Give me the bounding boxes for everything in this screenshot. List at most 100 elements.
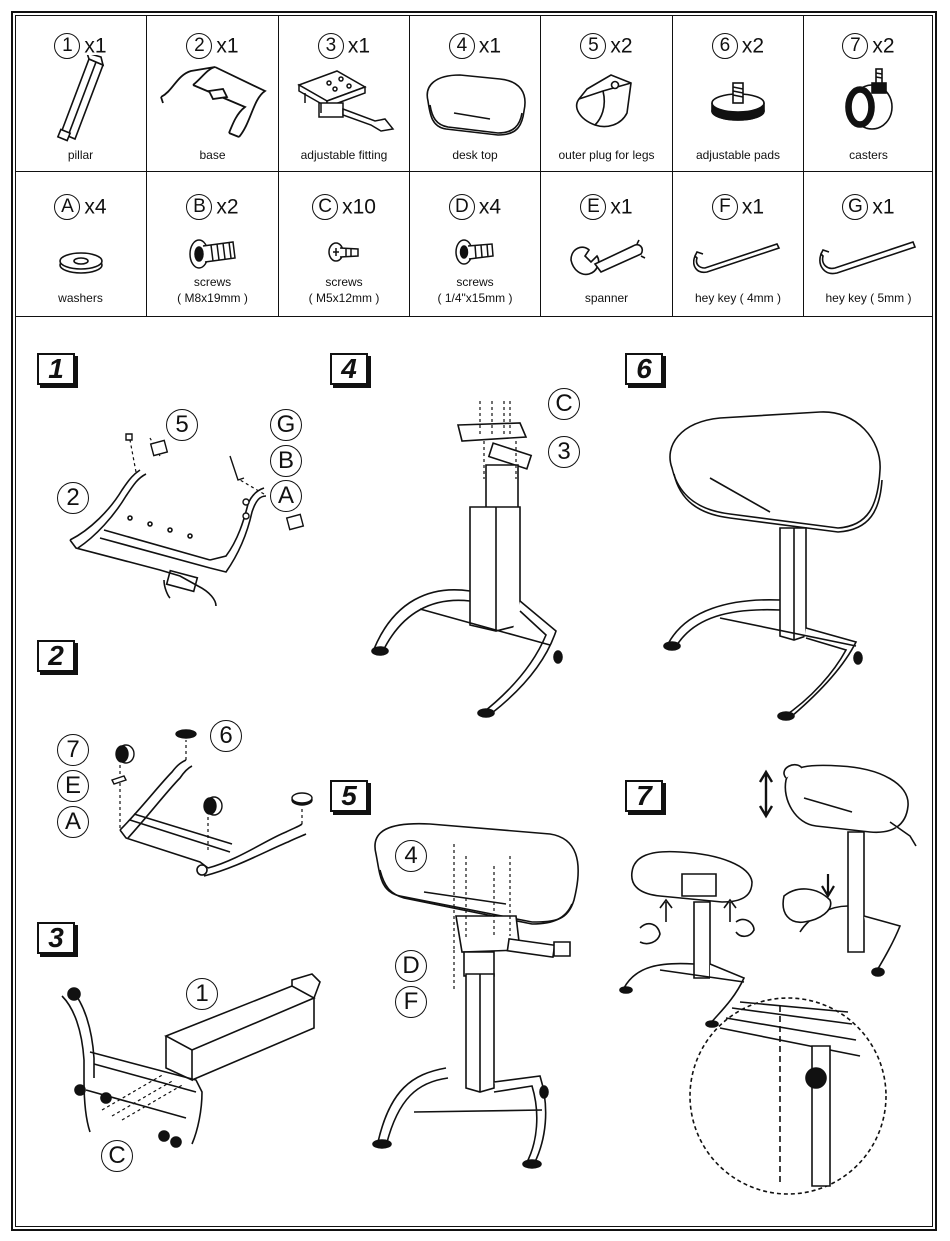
hardware-qty: x4 xyxy=(84,195,106,218)
step-4-assembly-drawing xyxy=(360,395,570,725)
step-2-callout-7: 7 xyxy=(57,734,89,766)
part-id: 3 xyxy=(318,33,344,59)
part-id: 2 xyxy=(186,33,212,59)
part-cell-1: 1x1 pillar xyxy=(15,15,147,172)
part-qty: x1 xyxy=(216,34,238,57)
adjustable-fitting-icon xyxy=(289,59,399,139)
hardware-qty: x1 xyxy=(872,195,894,218)
step-2-number: 2 xyxy=(37,640,75,672)
hardware-label: screws xyxy=(147,274,278,290)
step-3-callout-C: C xyxy=(101,1140,133,1172)
hardware-id: D xyxy=(449,194,475,220)
part-label: pillar xyxy=(15,147,146,163)
hardware-label: hey key ( 4mm ) xyxy=(673,290,803,306)
part-label: adjustable pads xyxy=(673,147,803,163)
part-qty: x1 xyxy=(348,34,370,57)
step-7-adjust-drawing xyxy=(620,756,920,1186)
hardware-size: ( M5x12mm ) xyxy=(279,290,409,306)
step-1-callout-5: 5 xyxy=(166,409,198,441)
hardware-label: washers xyxy=(15,290,146,306)
part-label: base xyxy=(147,147,278,163)
hardware-size: ( 1/4"x15mm ) xyxy=(410,290,540,306)
step-4-callout-C: C xyxy=(548,388,580,420)
washer-icon xyxy=(56,248,106,278)
hardware-id: A xyxy=(54,194,80,220)
step-5-callout-4: 4 xyxy=(395,840,427,872)
step-1-callout-2: 2 xyxy=(57,482,89,514)
step-4-callout-3: 3 xyxy=(548,436,580,468)
step-2-base-drawing xyxy=(90,720,330,900)
hardware-label: spanner xyxy=(541,290,672,306)
part-id: 5 xyxy=(580,33,606,59)
caster-icon xyxy=(834,65,904,135)
part-id: 4 xyxy=(449,33,475,59)
hardware-id: E xyxy=(580,194,606,220)
part-label: desk top xyxy=(410,147,540,163)
hardware-qty: x10 xyxy=(342,195,376,218)
hex-key-icon xyxy=(693,238,783,278)
step-3-pillar-drawing xyxy=(56,980,326,1160)
part-id: 7 xyxy=(842,33,868,59)
hardware-id: C xyxy=(312,194,338,220)
part-label: outer plug for legs xyxy=(541,147,672,163)
part-qty: x2 xyxy=(742,34,764,57)
part-qty: x2 xyxy=(610,34,632,57)
step-3-number: 3 xyxy=(37,922,75,954)
hardware-id: B xyxy=(186,194,212,220)
part-qty: x1 xyxy=(84,34,106,57)
step-3-callout-1: 1 xyxy=(186,978,218,1010)
hardware-qty: x1 xyxy=(742,195,764,218)
hardware-id: F xyxy=(712,194,738,220)
hardware-size: ( M8x19mm ) xyxy=(147,290,278,306)
part-id: 6 xyxy=(712,33,738,59)
step-5-number: 5 xyxy=(330,780,368,812)
desk-top-icon xyxy=(420,71,530,141)
hardware-id: G xyxy=(842,194,868,220)
step-5-callout-D: D xyxy=(395,950,427,982)
screw-icon xyxy=(324,238,364,268)
hardware-qty: x1 xyxy=(610,195,632,218)
step-1-callout-G: G xyxy=(270,409,302,441)
pillar-icon xyxy=(41,55,121,145)
step-6-number: 6 xyxy=(625,353,663,385)
step-6-desk-drawing xyxy=(660,410,890,730)
part-label: casters xyxy=(804,147,933,163)
part-qty: x1 xyxy=(479,34,501,57)
hardware-qty: x4 xyxy=(479,195,501,218)
part-qty: x2 xyxy=(872,34,894,57)
step-1-callout-A: A xyxy=(270,480,302,512)
step-2-callout-E: E xyxy=(57,770,89,802)
hex-key-icon xyxy=(819,236,919,280)
base-icon xyxy=(153,61,273,141)
screw-icon xyxy=(450,234,500,268)
hardware-label: screws xyxy=(279,274,409,290)
step-1-callout-B: B xyxy=(270,445,302,477)
step-2-callout-6: 6 xyxy=(210,720,242,752)
step-5-callout-F: F xyxy=(395,986,427,1018)
step-2-callout-A: A xyxy=(57,806,89,838)
hardware-label: hey key ( 5mm ) xyxy=(804,290,933,306)
spanner-icon xyxy=(567,234,647,284)
part-label: adjustable fitting xyxy=(279,147,409,163)
step-4-number: 4 xyxy=(330,353,368,385)
step-1-number: 1 xyxy=(37,353,75,385)
outer-plug-icon xyxy=(567,67,647,137)
hardware-label: screws xyxy=(410,274,540,290)
screw-icon xyxy=(183,232,243,272)
hardware-qty: x2 xyxy=(216,195,238,218)
adjustable-pad-icon xyxy=(703,73,773,133)
